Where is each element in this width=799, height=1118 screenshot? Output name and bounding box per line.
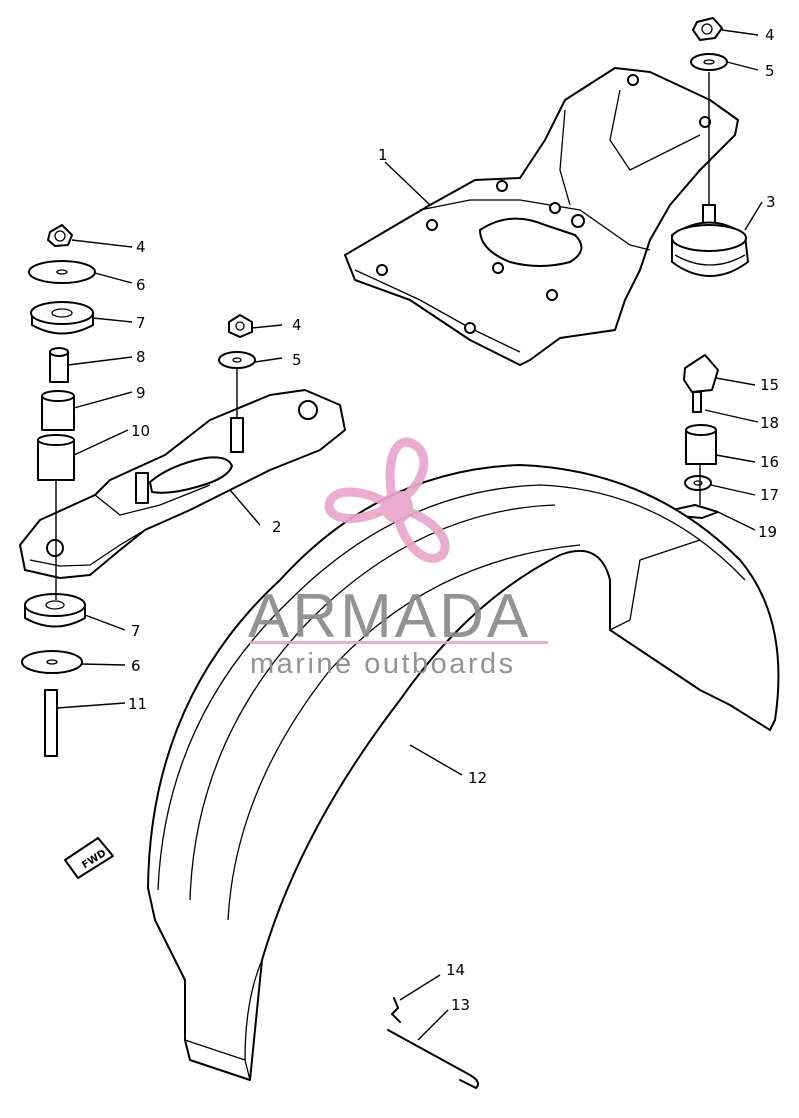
grommet-15 [683, 354, 719, 413]
mount-bracket-upper [344, 67, 739, 366]
callout-4-left: 4 [136, 238, 146, 256]
callout-1: 1 [378, 146, 388, 164]
callout-6-upper: 6 [136, 276, 146, 294]
callout-4-middle: 4 [292, 316, 302, 334]
collar-8 [49, 347, 69, 383]
watermark: ARMADA marine outboards [248, 437, 548, 680]
rubber-mount [671, 204, 749, 277]
propeller-icon [324, 437, 450, 563]
callout-19: 19 [758, 523, 777, 541]
stud-bolt-11 [44, 689, 58, 757]
nut-left [47, 224, 73, 247]
callout-7-upper: 7 [136, 314, 146, 332]
callout-14: 14 [446, 961, 465, 979]
mount-plate-lower [19, 389, 346, 579]
callout-13: 13 [451, 996, 470, 1014]
cushion-7-lower [24, 593, 86, 628]
callout-17: 17 [760, 486, 779, 504]
callout-4-top: 4 [765, 26, 775, 44]
callout-15: 15 [760, 376, 779, 394]
callout-5-top: 5 [765, 62, 775, 80]
callout-7-lower: 7 [131, 622, 141, 640]
watermark-title: ARMADA [248, 582, 531, 651]
washer-17 [684, 475, 712, 491]
pin-18 [704, 409, 741, 419]
washer-top-right [690, 53, 728, 71]
callout-9: 9 [136, 384, 146, 402]
washer-6-lower [21, 650, 83, 674]
fwd-arrow-icon: FWD [64, 837, 114, 879]
callout-8: 8 [136, 348, 146, 366]
collar-16 [685, 424, 717, 465]
washer-6-upper [28, 260, 96, 284]
callout-2: 2 [272, 518, 282, 536]
spring-14 [391, 997, 401, 1023]
rod-13 [387, 1029, 479, 1089]
callout-16: 16 [760, 453, 779, 471]
callout-6-lower: 6 [131, 657, 141, 675]
watermark-subtitle: marine outboards [250, 648, 516, 680]
watermark-rule [250, 641, 548, 644]
callout-12: 12 [468, 769, 487, 787]
callout-3: 3 [766, 193, 776, 211]
callout-10: 10 [131, 422, 150, 440]
callout-18: 18 [760, 414, 779, 432]
shield-12 [147, 464, 780, 1081]
leader-lines [55, 29, 763, 1041]
collar-9 [41, 390, 75, 431]
callout-11: 11 [128, 695, 147, 713]
callout-5-middle: 5 [292, 351, 302, 369]
sleeve-10 [37, 434, 75, 481]
nut-top-right [692, 17, 723, 41]
nut-middle [228, 314, 253, 338]
callouts: 4 5 3 1 4 6 7 8 9 10 4 5 2 7 6 11 12 14 … [128, 26, 779, 1014]
washer-5-middle [218, 351, 256, 369]
cushion-7-upper [30, 301, 94, 335]
